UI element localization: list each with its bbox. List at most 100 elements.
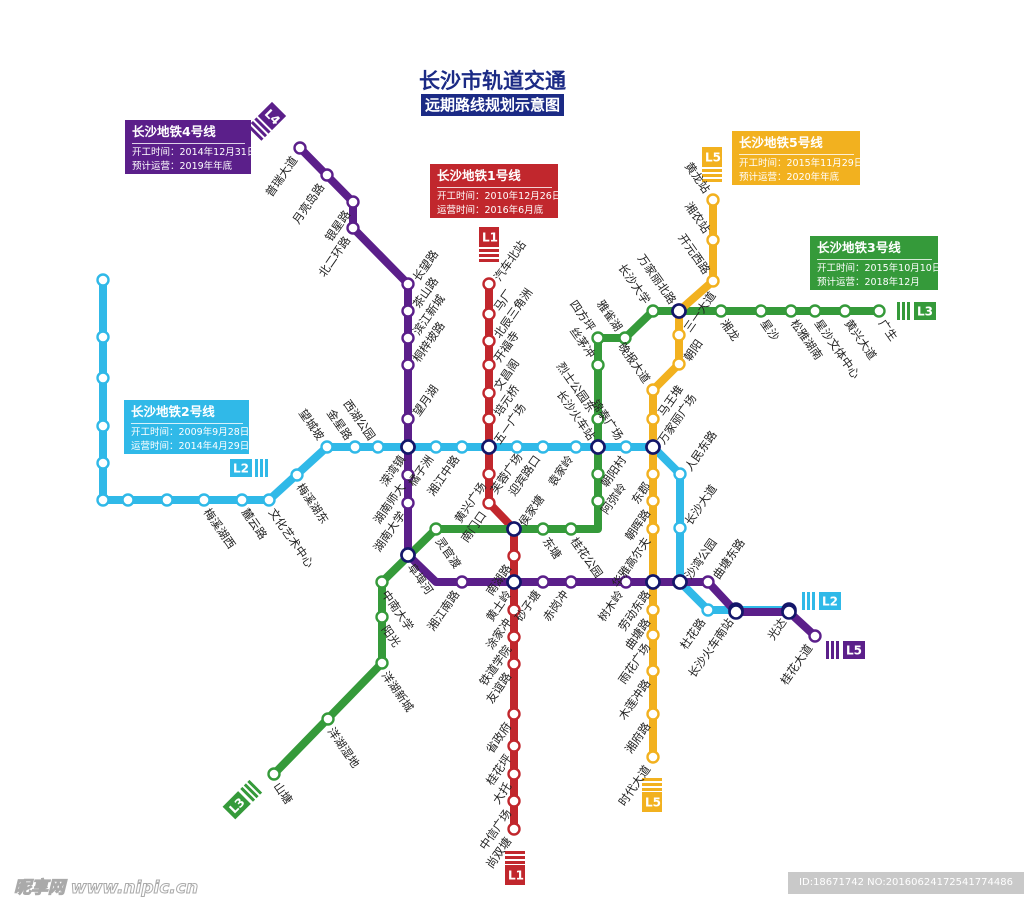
station[interactable] [646,494,660,508]
station[interactable] [401,277,415,291]
station[interactable] [507,767,521,781]
station[interactable] [290,468,304,482]
interchange-station[interactable] [400,547,416,563]
station[interactable] [429,440,443,454]
interchange-station[interactable] [728,604,744,620]
station[interactable] [482,496,496,510]
interchange-station[interactable] [506,574,522,590]
station[interactable] [482,467,496,481]
station[interactable] [591,331,605,345]
station[interactable] [455,575,469,589]
station[interactable] [701,603,715,617]
station[interactable] [808,304,822,318]
station[interactable] [348,440,362,454]
station[interactable] [482,386,496,400]
station[interactable] [646,664,660,678]
station[interactable] [507,707,521,721]
station[interactable] [784,304,798,318]
station[interactable] [646,304,660,318]
station[interactable] [96,273,110,287]
station[interactable] [401,412,415,426]
station[interactable] [507,794,521,808]
interchange-station[interactable] [781,604,797,620]
station[interactable] [96,371,110,385]
station[interactable] [96,330,110,344]
station[interactable] [536,522,550,536]
interchange-station[interactable] [400,439,416,455]
station[interactable] [701,575,715,589]
station[interactable] [706,233,720,247]
station[interactable] [371,440,385,454]
station[interactable] [619,440,633,454]
station[interactable] [646,383,660,397]
station[interactable] [507,822,521,836]
station[interactable] [646,707,660,721]
station[interactable] [507,739,521,753]
station[interactable] [591,494,605,508]
station[interactable] [569,440,583,454]
station[interactable] [646,522,660,536]
station[interactable] [536,440,550,454]
station[interactable] [507,630,521,644]
station[interactable] [507,603,521,617]
station[interactable] [646,412,660,426]
station[interactable] [321,712,335,726]
station[interactable] [401,304,415,318]
station[interactable] [714,304,728,318]
station[interactable] [429,522,443,536]
station[interactable] [646,603,660,617]
station[interactable] [96,493,110,507]
station[interactable] [754,304,768,318]
station[interactable] [672,357,686,371]
station[interactable] [482,277,496,291]
station[interactable] [618,331,632,345]
station[interactable] [808,629,822,643]
station[interactable] [267,767,281,781]
station[interactable] [564,522,578,536]
interchange-station[interactable] [645,574,661,590]
station[interactable] [591,467,605,481]
station[interactable] [401,496,415,510]
station[interactable] [536,575,550,589]
station[interactable] [346,195,360,209]
station[interactable] [293,141,307,155]
station[interactable] [160,493,174,507]
station[interactable] [375,610,389,624]
station[interactable] [838,304,852,318]
station[interactable] [646,467,660,481]
station[interactable] [401,331,415,345]
station[interactable] [96,456,110,470]
station[interactable] [507,657,521,671]
interchange-station[interactable] [645,439,661,455]
station[interactable] [96,419,110,433]
interchange-station[interactable] [590,439,606,455]
station[interactable] [706,193,720,207]
station[interactable] [673,521,687,535]
station[interactable] [320,440,334,454]
station[interactable] [482,412,496,426]
station[interactable] [872,304,886,318]
interchange-station[interactable] [481,439,497,455]
station[interactable] [121,493,135,507]
station[interactable] [401,358,415,372]
station[interactable] [235,493,249,507]
station[interactable] [507,549,521,563]
interchange-station[interactable] [672,574,688,590]
station[interactable] [706,274,720,288]
station[interactable] [591,412,605,426]
station[interactable] [401,468,415,482]
interchange-station[interactable] [506,521,522,537]
station[interactable] [672,328,686,342]
station[interactable] [646,750,660,764]
station[interactable] [482,307,496,321]
station[interactable] [482,334,496,348]
interchange-station[interactable] [671,303,687,319]
station[interactable] [646,628,660,642]
station[interactable] [197,493,211,507]
station[interactable] [673,467,687,481]
station[interactable] [564,575,578,589]
station[interactable] [591,358,605,372]
station[interactable] [510,440,524,454]
station[interactable] [375,575,389,589]
station[interactable] [262,493,276,507]
